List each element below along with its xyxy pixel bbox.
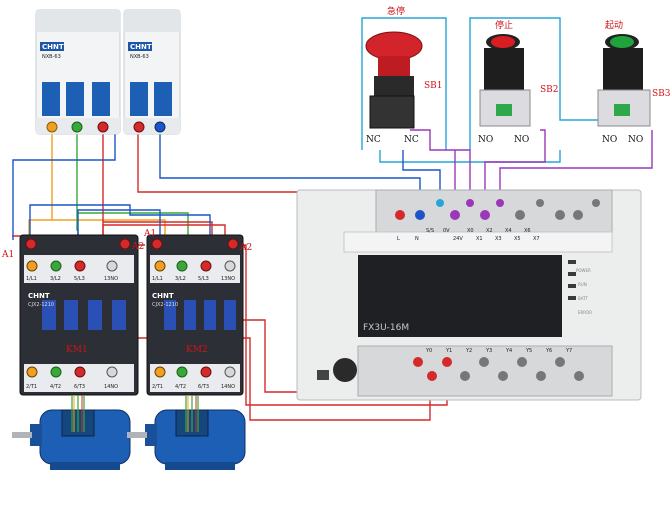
km1-top-t3: 5/L3	[74, 276, 85, 282]
km1-label: KM1	[66, 345, 88, 355]
sb1-nc-right: NC	[404, 135, 419, 145]
contactor-km2: 1/L1 3/L2 5/L3 13NO CHNT CJX2-1210 KM2 2…	[143, 229, 252, 396]
button-sb3: 起动 SB3 NO NO	[597, 20, 671, 145]
wire-blue-n-plc	[12, 128, 116, 240]
plc-led-power: POWER	[576, 268, 591, 273]
km2-bot-t4: 14NO	[221, 384, 235, 390]
breaker-2p-model: NXB-63	[130, 54, 149, 60]
plc-led-run: RUN	[578, 282, 587, 287]
plc-out-y5: Y5	[525, 348, 532, 354]
km2-bot-t3: 6/T3	[198, 384, 209, 390]
wire-purple-sb1	[410, 129, 471, 210]
sb3-label: SB3	[652, 89, 671, 99]
km2-bot-t1: 2/T1	[152, 384, 163, 390]
breaker-3p-brand: CHNT	[42, 43, 64, 51]
km2-label: KM2	[186, 345, 208, 355]
plc-in-x2: X2	[486, 228, 493, 234]
plc-input-labels: L N S/S 0V X0 X2 X4 X6 24V X1 X3 X5 X7	[397, 228, 540, 242]
km2-top-t2: 3/L2	[175, 276, 186, 282]
plc-out-y2: Y2	[465, 348, 472, 354]
km1-brand: CHNT	[28, 292, 50, 300]
km2-top-t1: 1/L1	[152, 276, 163, 282]
sb2-label: SB2	[540, 85, 559, 95]
plc-out-y4: Y4	[505, 348, 512, 354]
km2-a2: A2	[239, 243, 252, 253]
plc-in-0v: 0V	[443, 228, 450, 234]
plc-output-terminals	[413, 357, 584, 381]
km2-top-t4: 13NO	[221, 276, 235, 282]
sb2-no-left: NO	[478, 135, 493, 145]
plc-output-labels: Y0 Y1 Y2 Y3 Y4 Y5 Y6 Y7	[425, 348, 572, 354]
breaker-2p: CHNT NXB-63	[123, 9, 181, 135]
km1-bot-t2: 4/T2	[50, 384, 61, 390]
plc: FX3U-16M POWER RUN BATT ERROR	[296, 189, 642, 401]
plc-in-ss: S/S	[426, 228, 434, 234]
wire-purple-sb2	[484, 129, 546, 210]
plc-led-error: ERROR	[578, 310, 592, 315]
km1-bot-t4: 14NO	[104, 384, 118, 390]
sb2-no-right: NO	[514, 135, 529, 145]
km1-top-t1: 1/L1	[26, 276, 37, 282]
wire-blue-sb1	[402, 150, 441, 205]
plc-status-leds: POWER RUN BATT ERROR	[568, 260, 592, 315]
button-sb1: 急停 SB1 NC NC	[365, 5, 443, 145]
plc-out-y1: Y1	[445, 348, 452, 354]
breaker-2p-brand: CHNT	[130, 43, 152, 51]
km1-top-t4: 13NO	[104, 276, 118, 282]
plc-in-x4: X4	[505, 228, 512, 234]
sb3-no-right: NO	[628, 135, 643, 145]
km2-bot-t2: 4/T2	[175, 384, 186, 390]
km1-bot-t1: 2/T1	[26, 384, 37, 390]
plc-in-x0: X0	[467, 228, 474, 234]
plc-model: FX3U-16M	[363, 323, 409, 333]
plc-out-y7: Y7	[565, 348, 572, 354]
km1-a2: A2	[131, 242, 144, 252]
km2-top-t3: 5/L3	[198, 276, 209, 282]
plc-in-x3: X3	[495, 236, 502, 242]
km1-bot-t3: 6/T3	[74, 384, 85, 390]
sb3-no-left: NO	[602, 135, 617, 145]
button-sb2: 停止 SB2 NO NO	[478, 19, 559, 145]
plc-led-batt: BATT	[578, 296, 589, 301]
breaker-3p-model: NXB-63	[42, 54, 61, 60]
plc-in-l: L	[397, 236, 400, 242]
plc-in-24v: 24V	[453, 236, 463, 242]
sb1-label: SB1	[424, 81, 443, 91]
km1-top-t2: 3/L2	[50, 276, 61, 282]
sb1-nc-left: NC	[366, 135, 381, 145]
km1-model: CJX2-1210	[28, 302, 54, 308]
sb1-title: 急停	[387, 5, 405, 17]
contactor-km1: 1/L1 3/L2 5/L3 13NO CHNT CJX2-1210 KM1 2…	[1, 234, 144, 396]
km2-a1: A1	[143, 229, 156, 239]
plc-out-y6: Y6	[545, 348, 552, 354]
plc-input-terminals	[395, 199, 600, 220]
motor-1	[12, 395, 131, 470]
plc-in-n: N	[415, 236, 419, 242]
plc-in-x5: X5	[514, 236, 521, 242]
wire-red-cross	[102, 224, 226, 240]
wire-cyan-sb1	[361, 17, 447, 150]
plc-out-y0: Y0	[425, 348, 432, 354]
sb2-title: 停止	[495, 19, 513, 31]
plc-in-x6: X6	[524, 228, 531, 234]
motor-2	[127, 395, 246, 470]
breaker-3p: CHNT NXB-63	[35, 9, 121, 135]
sb3-title: 起动	[605, 20, 623, 31]
km2-model: CJX2-1210	[152, 302, 178, 308]
plc-out-y3: Y3	[485, 348, 492, 354]
plc-in-x1: X1	[476, 236, 483, 242]
plc-in-x7: X7	[533, 236, 540, 242]
wire-cyan-sb2	[469, 17, 600, 150]
km2-brand: CHNT	[152, 292, 174, 300]
km1-a1: A1	[1, 250, 14, 260]
